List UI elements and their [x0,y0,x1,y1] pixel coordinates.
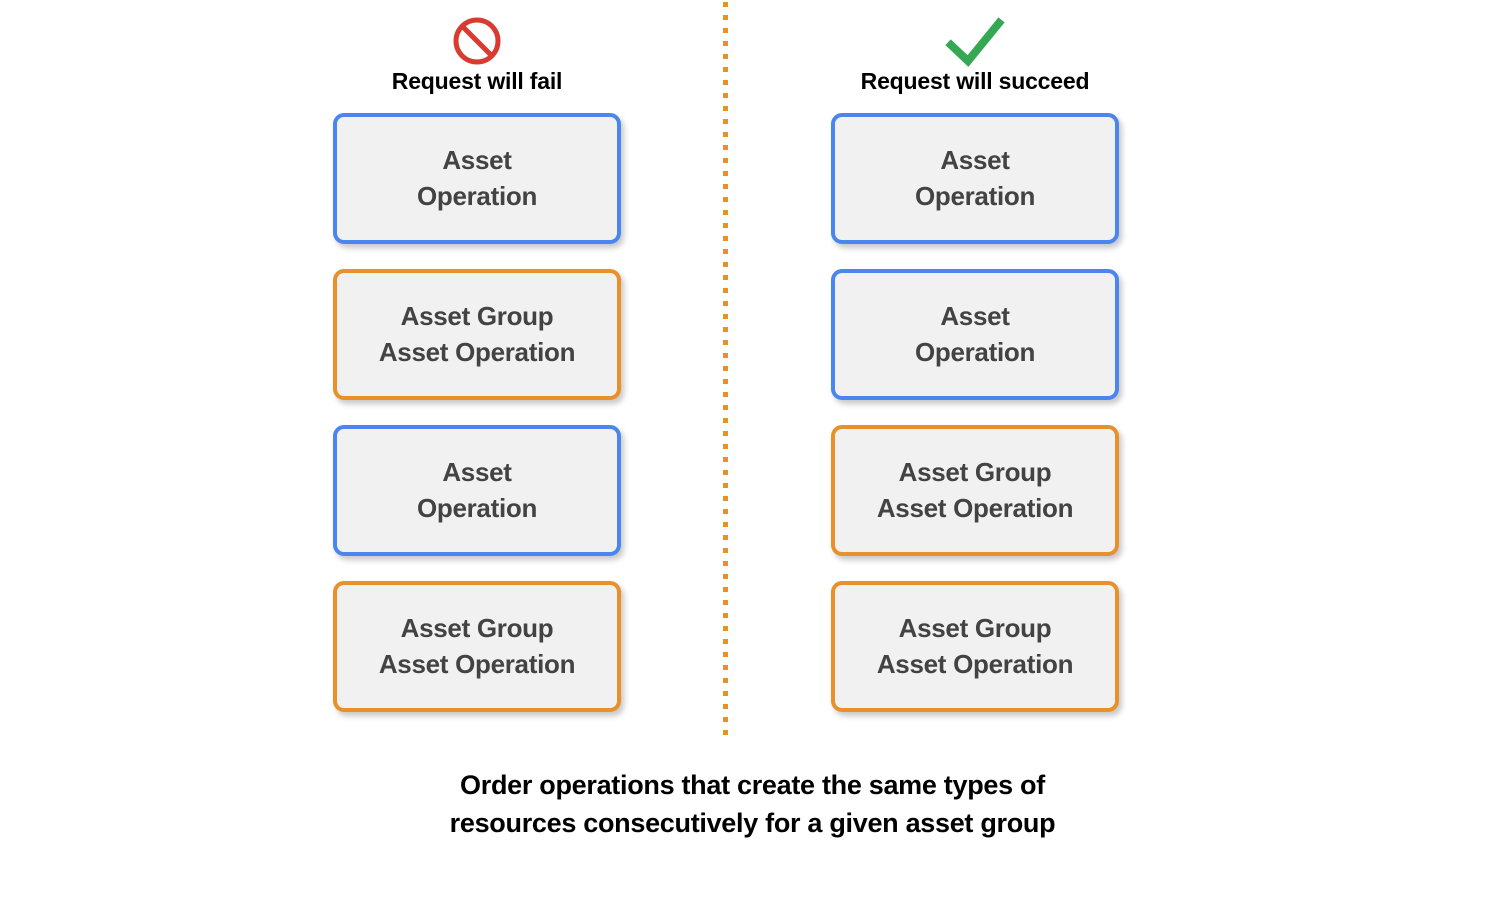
node-line: Asset [940,301,1010,332]
column-header-fail: Request will fail [327,0,627,105]
dotted-vertical-divider [723,2,728,735]
checkmark-icon [944,12,1006,70]
caption-line-2: resources consecutively for a given asse… [449,808,1056,839]
node-line: Asset Group [898,457,1052,488]
column-title-succeed: Request will succeed [860,68,1090,94]
box-stack-succeed: Asset Operation Asset Operation Asset Gr… [831,113,1119,737]
node-box-asset-group-asset-operation[interactable]: Asset Group Asset Operation [831,425,1119,556]
node-line: Asset Operation [378,648,576,679]
node-line: Asset Group [898,613,1052,644]
node-box-asset-operation[interactable]: Asset Operation [831,269,1119,400]
box-stack-fail: Asset Operation Asset Group Asset Operat… [333,113,621,737]
node-line: Asset Group [400,301,554,332]
node-line: Operation [914,336,1036,367]
node-box-asset-group-asset-operation[interactable]: Asset Group Asset Operation [333,269,621,400]
column-request-will-fail: Request will fail Asset Operation Asset … [327,0,627,712]
node-box-asset-operation[interactable]: Asset Operation [831,113,1119,244]
node-box-asset-operation[interactable]: Asset Operation [333,113,621,244]
node-box-asset-operation[interactable]: Asset Operation [333,425,621,556]
node-line: Asset Operation [876,492,1074,523]
node-line: Asset [442,457,512,488]
column-title-fail: Request will fail [391,68,563,94]
node-line: Operation [416,492,538,523]
prohibited-icon [451,12,503,70]
node-line: Asset [442,145,512,176]
caption-line-1: Order operations that create the same ty… [460,770,1045,800]
node-box-asset-group-asset-operation[interactable]: Asset Group Asset Operation [333,581,621,712]
node-line: Operation [914,180,1036,211]
diagram-caption: Order operations that create the same ty… [0,766,1505,843]
column-request-will-succeed: Request will succeed Asset Operation Ass… [825,0,1125,712]
node-line: Asset Operation [876,648,1074,679]
node-box-asset-group-asset-operation[interactable]: Asset Group Asset Operation [831,581,1119,712]
node-line: Asset Group [400,613,554,644]
node-line: Asset Operation [378,336,576,367]
node-line: Operation [416,180,538,211]
node-line: Asset [940,145,1010,176]
column-header-succeed: Request will succeed [825,0,1125,105]
